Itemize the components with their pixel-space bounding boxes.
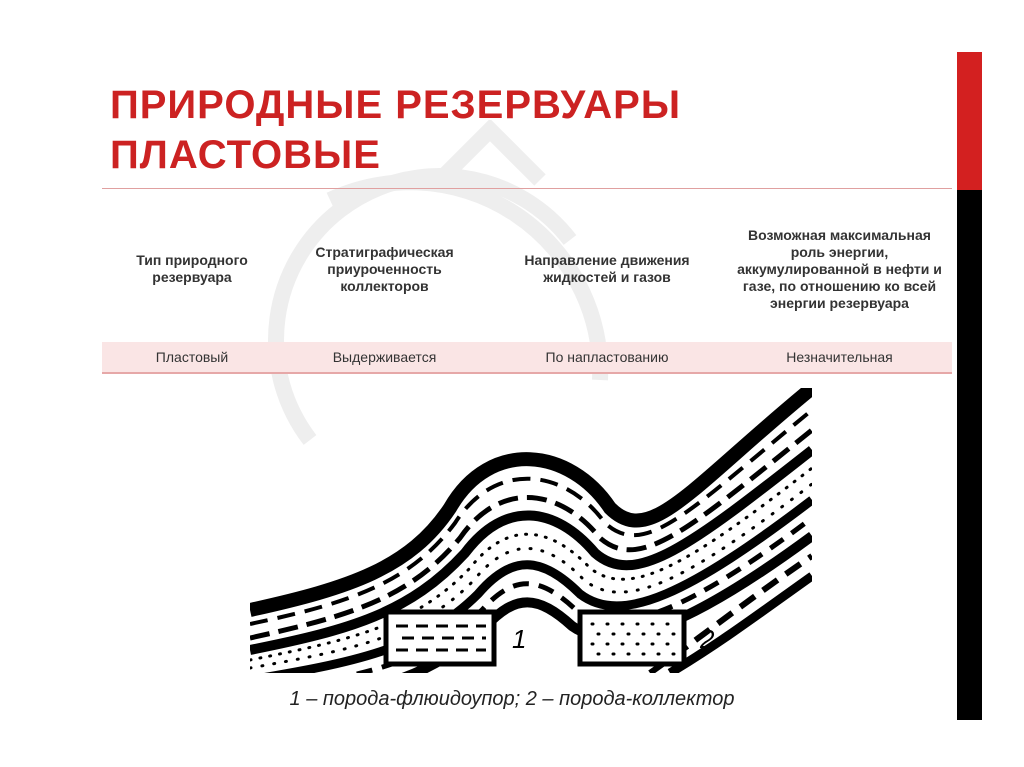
- cell-energy: Незначительная: [727, 342, 952, 374]
- slide-title: ПРИРОДНЫЕ РЕЗЕРВУАРЫ ПЛАСТОВЫЕ: [110, 80, 681, 180]
- title-line-2: ПЛАСТОВЫЕ: [110, 133, 381, 177]
- header-energy-role: Возможная максимальная роль энергии, акк…: [737, 226, 942, 311]
- header-fluid-direction: Направление движения жидкостей и газов: [524, 252, 690, 285]
- cell-stratigraphic: Выдерживается: [282, 342, 487, 374]
- legend-2-label: 2: [699, 624, 715, 654]
- table-row: Пластовый Выдерживается По напластованию…: [102, 342, 952, 374]
- cell-direction: По напластованию: [487, 342, 727, 374]
- header-stratigraphic: Стратиграфическая приуроченность коллект…: [315, 243, 454, 294]
- title-line-1: ПРИРОДНЫЕ РЕЗЕРВУАРЫ: [110, 83, 681, 127]
- fold-diagram: 1 2: [250, 388, 812, 673]
- title-rule: [102, 188, 952, 189]
- reservoir-table: Тип природного резервуара Стратиграфичес…: [102, 196, 952, 374]
- legend-1-label: 1: [512, 624, 526, 654]
- cell-type: Пластовый: [102, 342, 282, 374]
- side-bar-accent: [957, 52, 982, 190]
- header-reservoir-type: Тип природного резервуара: [136, 252, 248, 285]
- diagram-caption: 1 – порода-флюидоупор; 2 – порода-коллек…: [289, 688, 735, 710]
- table-header-row: Тип природного резервуара Стратиграфичес…: [102, 196, 952, 342]
